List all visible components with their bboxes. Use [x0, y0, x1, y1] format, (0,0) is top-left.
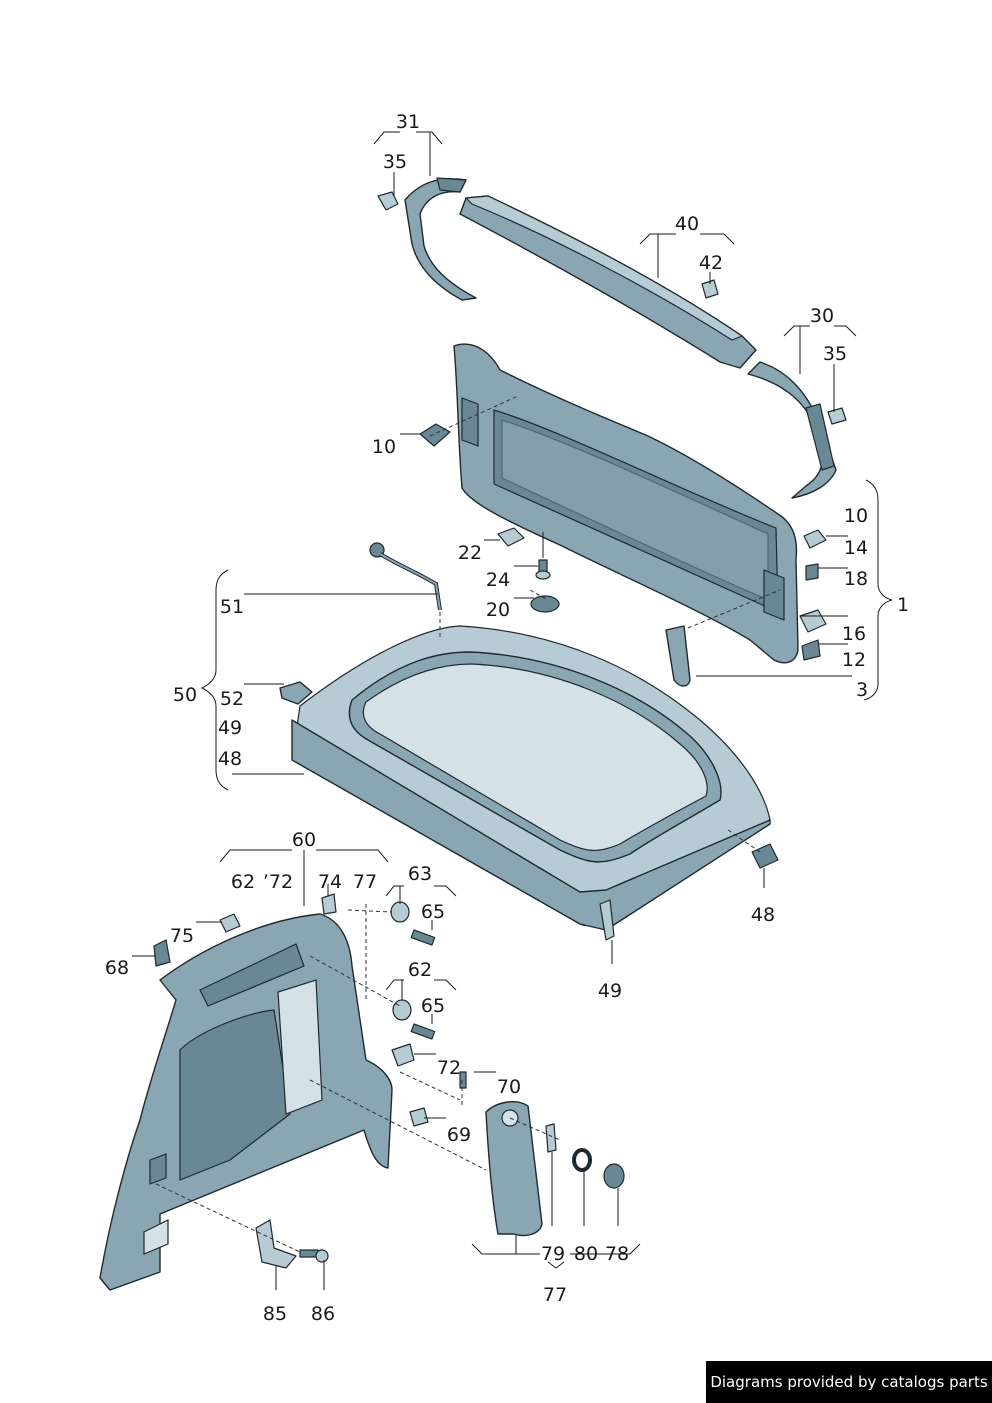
label-77-lower: 77 [543, 1284, 567, 1306]
label-49: 49 [218, 717, 242, 739]
part-24-screw [535, 559, 551, 580]
part-3-cover [665, 625, 691, 687]
part-22-nut [497, 527, 525, 547]
part-30-pillar-trim [747, 361, 837, 499]
label-74: 74 [318, 871, 342, 893]
label-31: 31 [396, 111, 420, 133]
label-77: 77 [353, 871, 377, 893]
label-78: 78 [605, 1243, 629, 1265]
credit-badge: Diagrams provided by catalogs parts [706, 1361, 992, 1403]
label-12: 12 [842, 649, 866, 671]
part-85-hook [255, 1219, 297, 1269]
part-35-clip-right [827, 407, 847, 425]
callout-labels: 31 35 40 42 30 35 10 10 14 18 1 16 12 3 … [105, 111, 909, 1325]
credit-text: Diagrams provided by catalogs parts [710, 1373, 988, 1391]
label-22: 22 [458, 542, 482, 564]
label-50: 50 [173, 684, 197, 706]
part-clips-right [799, 529, 827, 661]
label-72: ’72 [263, 871, 293, 893]
label-72-lower: 72 [437, 1057, 461, 1079]
part-52-bracket [279, 681, 313, 705]
part-1-tailgate-trim-panel [453, 343, 799, 664]
label-10-right: 10 [844, 505, 868, 527]
label-35-right: 35 [823, 343, 847, 365]
assembly-lines [155, 395, 781, 1253]
label-86: 86 [311, 1303, 335, 1325]
label-10: 10 [372, 436, 396, 458]
label-75: 75 [170, 925, 194, 947]
label-1: 1 [897, 594, 909, 616]
label-3: 3 [856, 679, 868, 701]
label-30: 30 [810, 305, 834, 327]
part-79-clip [545, 1123, 557, 1153]
label-48-right: 48 [751, 904, 775, 926]
label-65: 65 [421, 901, 445, 923]
label-24: 24 [486, 569, 510, 591]
label-85: 85 [263, 1303, 287, 1325]
label-68: 68 [105, 957, 129, 979]
label-51: 51 [220, 596, 244, 618]
label-40: 40 [675, 213, 699, 235]
label-52: 52 [220, 688, 244, 710]
label-63: 63 [408, 863, 432, 885]
label-62-lower: 62 [408, 959, 432, 981]
label-35: 35 [383, 151, 407, 173]
label-49-lower: 49 [598, 980, 622, 1002]
part-77-cover [485, 1101, 543, 1237]
label-18: 18 [844, 568, 868, 590]
label-65-lower: 65 [421, 995, 445, 1017]
label-60: 60 [292, 829, 316, 851]
part-35-clip-left [377, 191, 399, 211]
label-42: 42 [699, 252, 723, 274]
part-48-pad [751, 843, 779, 869]
label-16: 16 [842, 623, 866, 645]
part-51-cable [369, 542, 442, 611]
part-10-grille [419, 423, 451, 447]
label-69: 69 [447, 1124, 471, 1146]
part-78-cap [603, 1163, 625, 1189]
label-48: 48 [218, 748, 242, 770]
part-60-side-trim-panel [99, 913, 393, 1291]
part-50-parcel-shelf [291, 625, 771, 931]
part-80-ring [572, 1148, 592, 1172]
label-80: 80 [574, 1243, 598, 1265]
label-20: 20 [486, 599, 510, 621]
part-31-pillar-trim [404, 177, 477, 301]
label-62: 62 [231, 871, 255, 893]
part-20-cap [530, 595, 560, 613]
leader-lines [132, 131, 893, 1290]
label-70: 70 [497, 1076, 521, 1098]
part-40-upper-trim-strip [459, 195, 757, 369]
label-79: 79 [541, 1243, 565, 1265]
part-49-strap [599, 899, 615, 941]
part-86-bolt [299, 1249, 329, 1263]
label-14: 14 [844, 537, 868, 559]
